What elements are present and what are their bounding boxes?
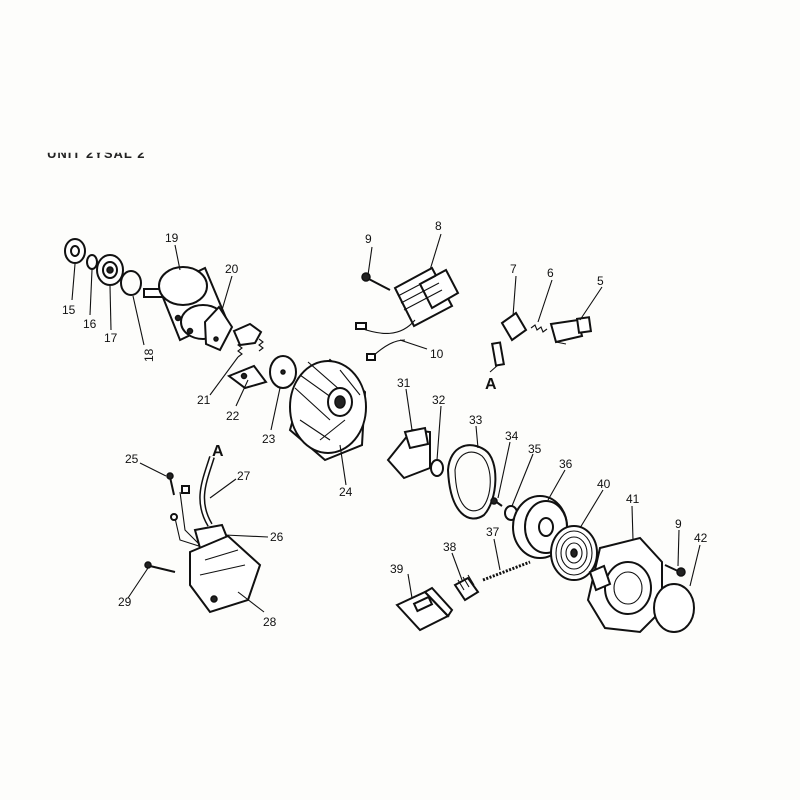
part-label-5: 5: [597, 274, 604, 288]
part-33-gasket: [446, 444, 497, 520]
part-label-15: 15: [62, 303, 76, 317]
leader-lines: [71, 233, 701, 613]
part-label-21: 21: [197, 393, 211, 407]
part-label-37: 37: [486, 525, 500, 539]
part-9-screw-bottom: [664, 564, 686, 577]
part-label-36: 36: [559, 457, 573, 471]
part-31-pawl-assembly: [386, 426, 431, 480]
part-18-snap-ring: [120, 270, 142, 296]
part-41-starter-case: [586, 536, 663, 634]
part-label-35: 35: [528, 442, 542, 456]
part-label-26: 26: [270, 530, 284, 544]
part-label-28: 28: [263, 615, 277, 629]
part-label-27: 27: [237, 469, 251, 483]
part-label-18: 18: [142, 348, 156, 362]
diagram-header: UNIT 2YSAL 2: [47, 146, 146, 161]
part-29-screw: [144, 561, 176, 573]
part-label-23: 23: [262, 432, 276, 446]
part-20-clutch-plate: [203, 305, 234, 352]
part-7-plug-cap: [490, 311, 528, 367]
part-label-10: 10: [430, 347, 444, 361]
part-21-springs: [237, 338, 264, 358]
part-24-flywheel: [288, 358, 367, 462]
part-label-39: 39: [390, 562, 404, 576]
part-label-34: 34: [505, 429, 519, 443]
part-label-9-top: 9: [365, 232, 372, 246]
part-label-42: 42: [694, 531, 708, 545]
part-8-ignition-coil: [393, 266, 460, 328]
part-25-screw: [166, 472, 175, 496]
part-label-6: 6: [547, 266, 554, 280]
part-17-bearing: [96, 254, 124, 286]
part-label-31: 31: [397, 376, 411, 390]
part-15-washer: [64, 238, 86, 264]
part-label-29: 29: [118, 595, 132, 609]
reference-a-plug: A: [485, 376, 497, 393]
part-6-spring: [530, 324, 548, 333]
part-label-8: 8: [435, 219, 442, 233]
part-37-starter-rope: [482, 560, 531, 582]
part-42-cover: [653, 583, 695, 633]
part-23-disc: [269, 355, 297, 389]
reference-a-hose: A: [212, 443, 224, 460]
part-label-16: 16: [83, 317, 97, 331]
part-label-17: 17: [104, 331, 118, 345]
part-label-19: 19: [165, 231, 179, 245]
part-label-41: 41: [626, 492, 640, 506]
part-16-ring: [86, 254, 98, 270]
part-32-washer: [430, 459, 444, 477]
part-39-starter-grip: [395, 586, 454, 632]
part-10-lead-wire: [355, 319, 416, 361]
part-label-20: 20: [225, 262, 239, 276]
part-34-screw: [490, 497, 503, 507]
part-label-25: 25: [125, 452, 139, 466]
part-9-screw-top: [361, 272, 391, 291]
part-label-40: 40: [597, 477, 611, 491]
part-22-clutch-shoe: [226, 322, 268, 390]
part-label-9-bottom: 9: [675, 517, 682, 531]
part-40-recoil-spring: [550, 525, 598, 581]
part-label-38: 38: [443, 540, 457, 554]
part-label-7: 7: [510, 262, 517, 276]
part-label-32: 32: [432, 393, 446, 407]
part-label-24: 24: [339, 485, 353, 499]
part-label-33: 33: [469, 413, 483, 427]
part-27-fuel-hose: [199, 456, 215, 527]
part-5-spark-plug: [549, 316, 593, 345]
part-label-22: 22: [226, 409, 240, 423]
part-38-rope-guide: [453, 574, 480, 602]
